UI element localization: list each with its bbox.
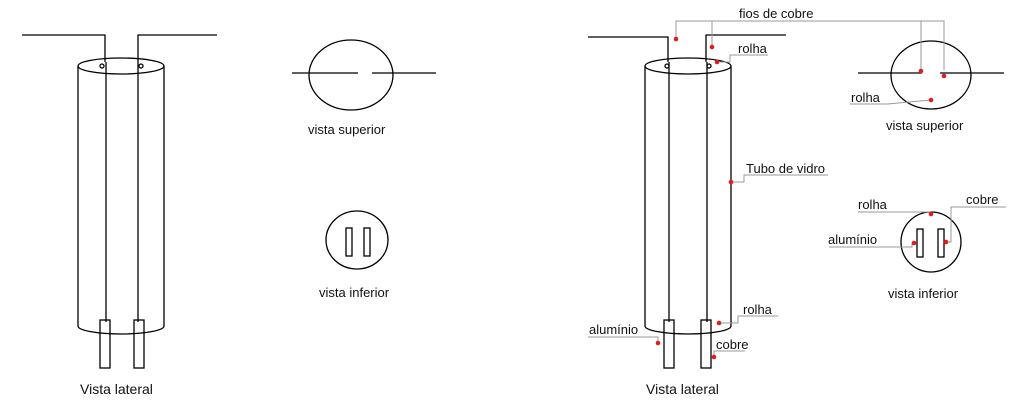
label-copper-side: cobre bbox=[716, 337, 749, 352]
right-bottom-view: vista inferior bbox=[888, 211, 962, 301]
leader-aluminium-side bbox=[588, 336, 659, 343]
marker-dot bbox=[941, 73, 947, 79]
wire-hole bbox=[664, 63, 670, 69]
right-glass-tube-top bbox=[644, 57, 732, 75]
right-aluminium-electrode bbox=[663, 319, 675, 369]
leader-stopper-bottom bbox=[719, 315, 778, 324]
bottom-view-electrode-left bbox=[345, 227, 353, 257]
label-top-view-stopper: rolha bbox=[851, 90, 881, 105]
leader-lines bbox=[588, 20, 1006, 357]
label-bottom-view-copper: cobre bbox=[966, 192, 999, 207]
marker-dot bbox=[709, 44, 715, 50]
markers bbox=[655, 36, 949, 360]
leader-bottom-view-aluminium bbox=[829, 243, 913, 248]
side-view-caption: Vista lateral bbox=[80, 381, 153, 397]
left-top-view: vista superior bbox=[292, 39, 436, 137]
left-bottom-view: vista inferior bbox=[319, 210, 390, 300]
marker-dot bbox=[918, 68, 924, 74]
leader-glass-tube bbox=[731, 174, 828, 183]
right-top-view-circle bbox=[890, 40, 972, 110]
marker-dot bbox=[928, 211, 934, 217]
label-stopper-top: rolha bbox=[738, 41, 768, 56]
marker-dot bbox=[928, 97, 934, 103]
glass-tube-body bbox=[77, 66, 165, 335]
copper-electrode bbox=[133, 319, 145, 369]
marker-dot bbox=[711, 354, 717, 360]
right-glass-tube-body bbox=[644, 66, 732, 335]
right-top-view-caption: vista superior bbox=[886, 118, 964, 133]
wire-hole bbox=[138, 63, 144, 69]
marker-dot bbox=[943, 239, 949, 245]
marker-dot bbox=[714, 59, 720, 65]
marker-dot bbox=[655, 340, 661, 346]
leader-top-view-stopper bbox=[850, 99, 932, 105]
top-view-caption: vista superior bbox=[308, 122, 386, 137]
label-glass-tube: Tubo de vidro bbox=[746, 161, 825, 176]
wire-hole bbox=[99, 63, 105, 69]
right-side-view-caption: Vista lateral bbox=[646, 381, 719, 397]
right-copper-electrode bbox=[700, 319, 712, 369]
bottom-view-caption: vista inferior bbox=[319, 285, 390, 300]
marker-dot bbox=[716, 320, 722, 326]
right-wire bbox=[137, 34, 217, 62]
left-wire bbox=[22, 34, 106, 62]
top-view-circle bbox=[308, 39, 394, 111]
label-aluminium-side: alumínio bbox=[589, 322, 638, 337]
marker-dot bbox=[911, 240, 917, 246]
leader-stopper-top bbox=[717, 54, 768, 63]
label-stopper-bottom: rolha bbox=[743, 302, 773, 317]
bottom-view-electrode-right bbox=[363, 227, 371, 257]
right-diagram-left-wire bbox=[588, 36, 669, 62]
bottom-view-circle bbox=[325, 210, 389, 270]
right-bottom-view-electrode-left bbox=[916, 228, 924, 258]
wire-hole bbox=[706, 63, 712, 69]
marker-dot bbox=[728, 179, 734, 185]
right-bottom-view-electrode-right bbox=[937, 228, 945, 258]
right-side-view: Vista lateral bbox=[588, 34, 786, 397]
right-diagram-right-wire bbox=[705, 34, 786, 62]
labels: fios de cobre rolha Tubo de vidro rolha … bbox=[589, 6, 999, 352]
label-bottom-view-aluminium: alumínio bbox=[828, 232, 877, 247]
aluminium-electrode bbox=[99, 319, 111, 369]
right-top-view: vista superior bbox=[858, 40, 1004, 133]
glass-tube-top bbox=[77, 57, 165, 75]
leader-bottom-view-copper bbox=[946, 206, 1006, 243]
leader-copper-wires bbox=[675, 20, 945, 70]
label-bottom-view-stopper: rolha bbox=[858, 197, 888, 212]
left-side-view: Vista lateral bbox=[22, 34, 217, 397]
right-bottom-view-circle bbox=[900, 211, 962, 273]
marker-dot bbox=[673, 36, 679, 42]
label-copper-wires: fios de cobre bbox=[739, 6, 813, 21]
right-bottom-view-caption: vista inferior bbox=[888, 286, 959, 301]
